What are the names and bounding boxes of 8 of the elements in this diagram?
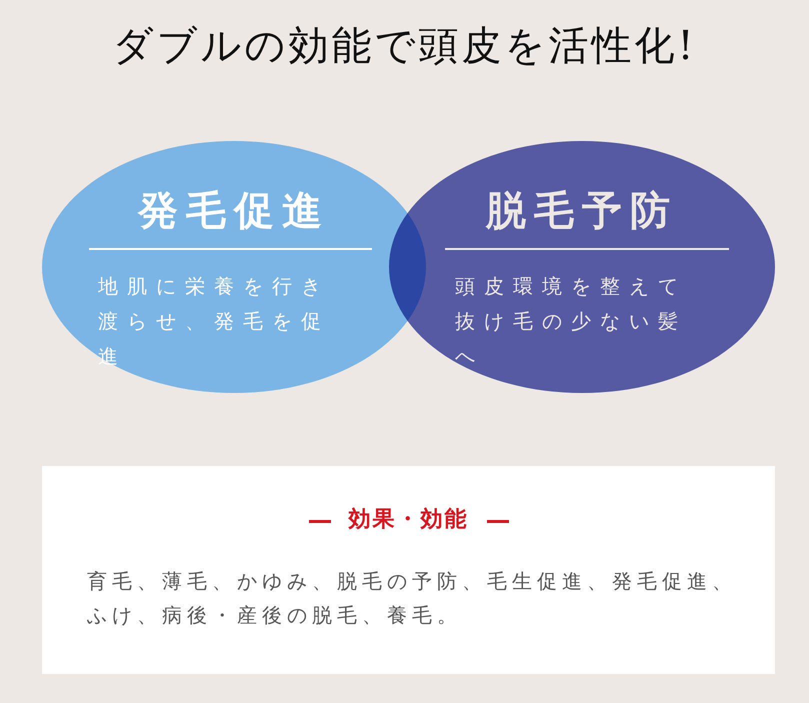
info-panel bbox=[42, 466, 775, 674]
panel-heading: 効果・効能 bbox=[348, 507, 468, 532]
circle-heading: 脱毛予防 bbox=[484, 187, 679, 236]
circle-description: 頭皮環境を整えて抜け毛の少ない髪へ bbox=[455, 273, 688, 370]
panel-text: 育毛、薄毛、かゆみ、脱毛の予防、毛生促進、発毛促進、ふけ、病後・産後の脱毛、養毛。 bbox=[87, 568, 738, 629]
circle-heading: 発毛促進 bbox=[136, 187, 331, 236]
circle-description: 地肌に栄養を行き渡らせ、発毛を促進 bbox=[98, 273, 331, 370]
title: ダブルの効能で頭皮を活性化! bbox=[111, 22, 698, 71]
